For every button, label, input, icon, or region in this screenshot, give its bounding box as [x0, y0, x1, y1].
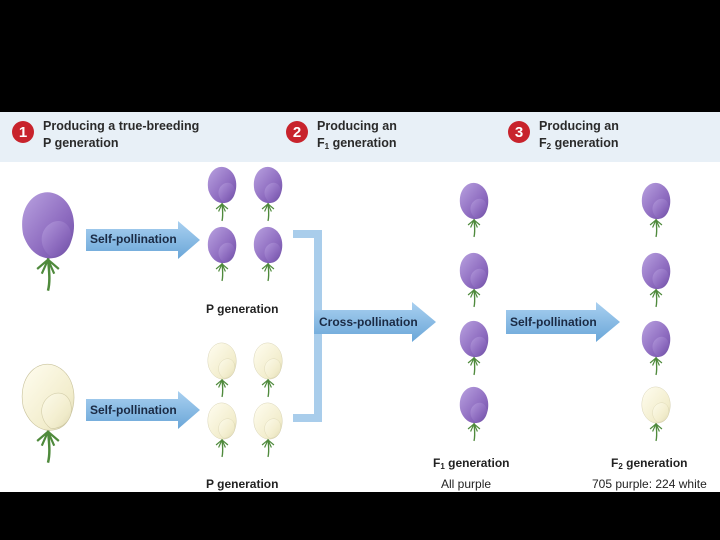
f2-letter: F [611, 456, 619, 470]
white-flower-icon [641, 386, 671, 442]
f1-generation-word: generation [444, 456, 510, 470]
f1-subscript: 1 [440, 462, 445, 471]
self-pollination-label-top: Self-pollination [90, 232, 177, 246]
step-2-number: 2 [286, 121, 308, 143]
f2-flowers [641, 182, 671, 442]
self-pollination-arrow-top [86, 221, 200, 259]
p-generation-white-flowers [207, 342, 283, 458]
step-2-sub: 1 [324, 142, 330, 151]
step-3-f: F [539, 136, 547, 150]
purple-flower-icon [641, 252, 671, 308]
header-stripe [0, 112, 720, 162]
step-2-f: F [317, 136, 325, 150]
step-3-sub: 2 [546, 142, 552, 151]
cross-pollination-label: Cross-pollination [319, 315, 418, 329]
step-1-line2: P generation [43, 136, 119, 150]
cross-bracket [293, 230, 322, 422]
step-3-number: 3 [508, 121, 530, 143]
f1-generation-label: F1 generation [433, 456, 509, 471]
step-2-header: 2 Producing an F1 generation [286, 118, 397, 155]
purple-flower-icon [459, 386, 489, 442]
diagram-panel [0, 112, 720, 492]
white-flower-icon [253, 342, 283, 398]
self-pollination-label-f1: Self-pollination [510, 315, 597, 329]
f1-note: All purple [441, 477, 492, 491]
f2-generation-word: generation [622, 456, 688, 470]
parent-purple-flower [20, 190, 76, 292]
purple-flower-icon [207, 166, 237, 222]
step-1-line1: Producing a true-breeding [43, 119, 200, 133]
purple-flower-icon [207, 226, 237, 282]
p-generation-label-top: P generation [206, 302, 279, 316]
step-3-header: 3 Producing an F2 generation [508, 118, 619, 155]
purple-flower-icon [253, 226, 283, 282]
step-3-line1: Producing an [539, 119, 619, 133]
cross-pollination-arrow [314, 302, 436, 342]
self-pollination-arrow-bottom [86, 391, 200, 429]
self-pollination-arrow-f1 [506, 302, 620, 342]
step-1-header: 1 Producing a true-breeding P generation [12, 118, 199, 152]
white-flower-icon [253, 402, 283, 458]
self-pollination-label-bottom: Self-pollination [90, 403, 177, 417]
purple-flower-icon [459, 252, 489, 308]
purple-flower-icon [253, 166, 283, 222]
white-flower-icon [207, 342, 237, 398]
purple-flower-icon [459, 320, 489, 376]
p-generation-label-bottom: P generation [206, 477, 279, 491]
f2-generation-label: F2 generation [611, 456, 687, 471]
parent-white-flower [20, 362, 76, 464]
p-generation-purple-flowers [207, 166, 283, 282]
step-1-number: 1 [12, 121, 34, 143]
purple-flower-icon [459, 182, 489, 238]
f1-letter: F [433, 456, 441, 470]
f2-note: 705 purple: 224 white [592, 477, 707, 491]
white-flower-icon [207, 402, 237, 458]
f1-flowers [459, 182, 489, 442]
step-3-gen: generation [551, 136, 619, 150]
step-2-gen: generation [329, 136, 397, 150]
purple-flower-icon [641, 320, 671, 376]
f2-subscript: 2 [618, 462, 623, 471]
purple-flower-icon [641, 182, 671, 238]
step-2-line1: Producing an [317, 119, 397, 133]
